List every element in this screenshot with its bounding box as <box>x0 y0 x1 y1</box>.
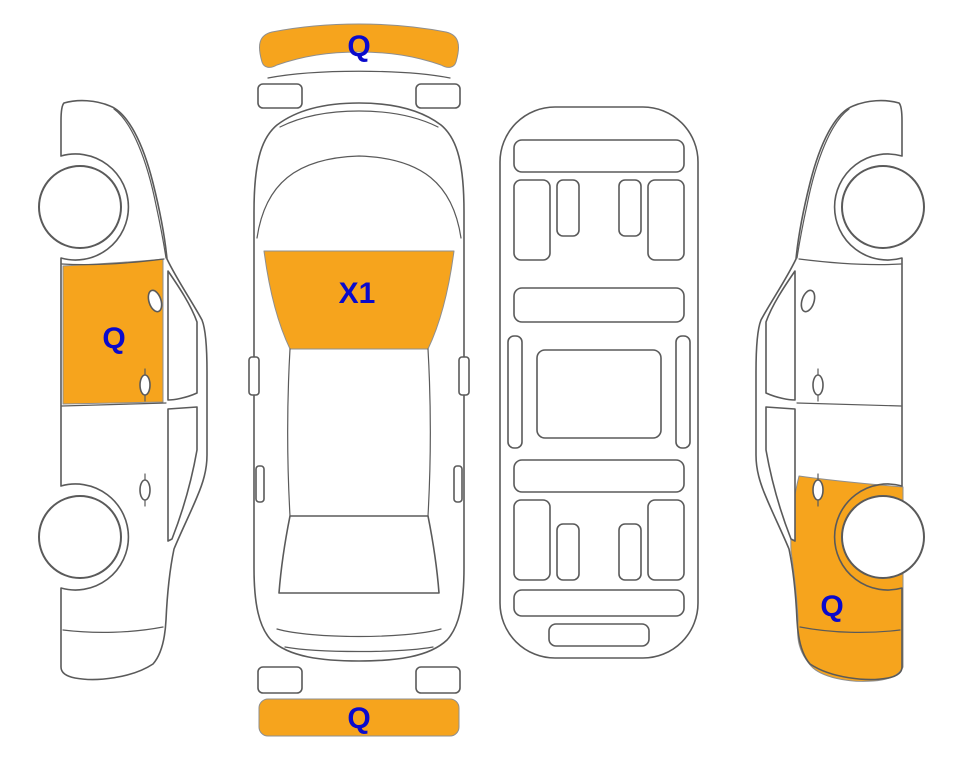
trunk-lid-line <box>276 628 442 638</box>
car-top-body-outline <box>253 102 465 662</box>
mid-crossmember <box>513 287 685 323</box>
front-left-rail <box>556 179 580 237</box>
bumper-lower-line <box>267 70 451 79</box>
underbody-view <box>499 106 699 659</box>
rear-crossmember <box>513 589 685 617</box>
damage-label-left-front-door: Q <box>102 322 125 355</box>
top-view: Q X1 Q <box>248 23 470 737</box>
rear-left-rail <box>556 523 580 581</box>
front-right-side-member <box>647 179 685 261</box>
rear-right-side-member <box>647 499 685 581</box>
damage-zone-rear-bumper <box>258 698 460 737</box>
front-left-side-member <box>513 179 551 261</box>
right-door-mark <box>453 465 463 503</box>
front-left-corner-piece <box>257 83 303 109</box>
right-side-view: Q <box>755 99 925 682</box>
roof-left-edge <box>287 348 291 517</box>
left-door-mark <box>255 465 265 503</box>
damage-label-rear-bumper: Q <box>347 702 370 735</box>
rear-panel <box>548 623 650 647</box>
damage-label-front-bumper: Q <box>347 30 370 63</box>
center-floor-panel <box>536 349 662 439</box>
left-side-mirror <box>248 356 260 396</box>
rear-left-side-member <box>513 499 551 581</box>
lower-crossmember <box>513 459 685 493</box>
rear-edge-line <box>284 646 434 653</box>
right-rocker-rail <box>675 335 691 449</box>
rear-window <box>278 515 440 594</box>
left-side-view: Q <box>38 99 208 681</box>
front-crossmember <box>513 139 685 173</box>
hood-contour-line <box>256 155 462 239</box>
damage-zone-front-bumper <box>259 23 459 68</box>
left-rocker-rail <box>507 335 523 449</box>
rear-right-rail <box>618 523 642 581</box>
rear-right-corner-piece <box>415 666 461 694</box>
damage-label-windshield: X1 <box>339 277 376 310</box>
damage-label-right-rear-quarter: Q <box>820 590 843 623</box>
right-side-mirror <box>458 356 470 396</box>
front-right-corner-piece <box>415 83 461 109</box>
rear-left-corner-piece <box>257 666 303 694</box>
front-edge-line <box>279 110 439 128</box>
roof-right-edge <box>427 348 431 517</box>
front-right-rail <box>618 179 642 237</box>
